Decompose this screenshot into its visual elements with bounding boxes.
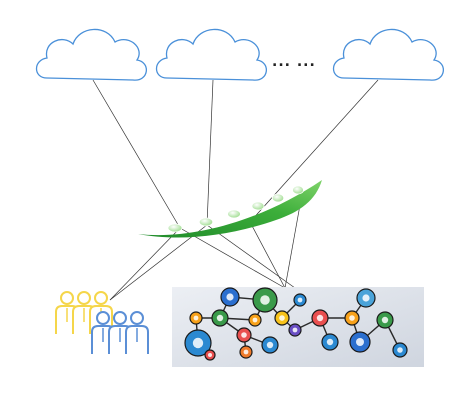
connection-line [284,204,301,289]
cloud-2 [155,28,267,81]
ellipsis-label: ... ... [272,54,316,70]
people-blue-group [91,311,149,354]
cloud-shape [332,28,444,81]
connection-lines [92,79,379,301]
cloud-1 [35,28,147,81]
cloud-shape [155,28,267,81]
water-droplet [251,201,265,211]
connection-line [206,79,214,226]
iot-network [184,287,408,361]
water-droplet [271,193,285,203]
person-figure [125,311,149,354]
connection-line [109,227,181,301]
connection-line [206,224,296,289]
leaf-shape [138,180,322,238]
connection-line [109,224,208,301]
water-droplet [292,185,304,195]
connection-line [92,79,181,229]
droplets [167,185,304,233]
water-droplet [227,209,241,219]
people-group [55,291,149,354]
connection-line [249,79,379,223]
water-droplet [167,223,183,233]
iot-panel [172,287,424,367]
cloud-shape [35,28,147,81]
water-droplet [198,217,214,227]
connection-line [179,227,286,289]
cloud-3 [332,28,444,81]
leaf-with-droplets [138,180,322,238]
